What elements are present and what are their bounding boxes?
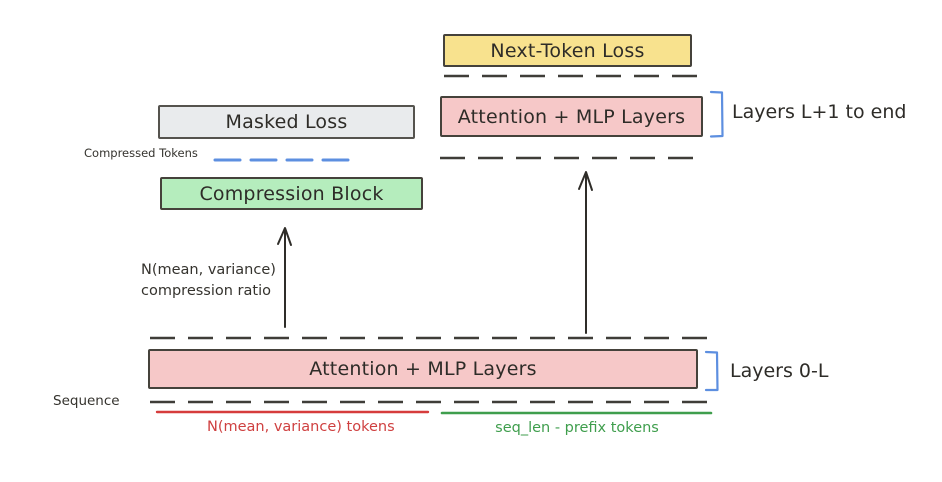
compression-ratio-annotation-line1: N(mean, variance) [141,262,276,278]
bracket-layers-top [709,90,724,138]
red-span-label: N(mean, variance) tokens [207,419,395,435]
bracket-layers-bottom [704,350,719,392]
layers-bottom-label: Layers 0-L [730,360,829,382]
attention-mlp-upper-box: Attention + MLP Layers [440,96,703,137]
masked-loss-box: Masked Loss [158,105,415,139]
sequence-label: Sequence [53,393,120,409]
arrow-to-compression-block [277,227,292,328]
compression-ratio-annotation-line2: compression ratio [141,283,271,300]
compressed-tokens-label: Compressed Tokens [84,146,198,160]
compression-ratio-annotation: N(mean, variance) compression ratio [141,260,276,302]
layers-top-label: Layers L+1 to end [732,101,907,123]
attention-mlp-lower-box: Attention + MLP Layers [148,349,698,389]
compression-block-box: Compression Block [160,177,423,210]
next-token-loss-box: Next-Token Loss [443,34,692,67]
arrow-to-upper-layers [578,171,593,334]
green-span-label: seq_len - prefix tokens [495,420,659,436]
